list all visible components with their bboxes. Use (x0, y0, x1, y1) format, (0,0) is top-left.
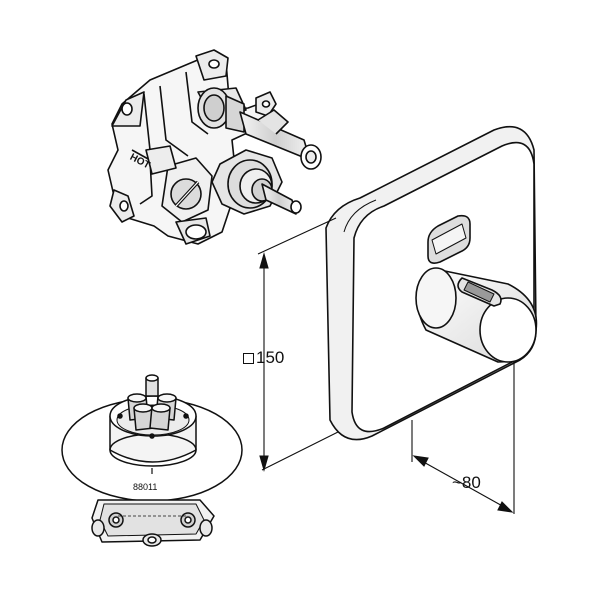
dimension-lines (257, 217, 515, 514)
plate-size-dimension: 150 (243, 348, 284, 368)
square-symbol-icon (243, 353, 254, 364)
thermostatic-cartridge-unit (61, 374, 243, 547)
rough-in-valve-body (107, 49, 322, 245)
thermostat-knob (415, 267, 538, 363)
part-number-label: 88011 (133, 482, 158, 492)
depth-dimension: ~80 (452, 473, 481, 492)
plate-size-value: 150 (256, 348, 285, 367)
